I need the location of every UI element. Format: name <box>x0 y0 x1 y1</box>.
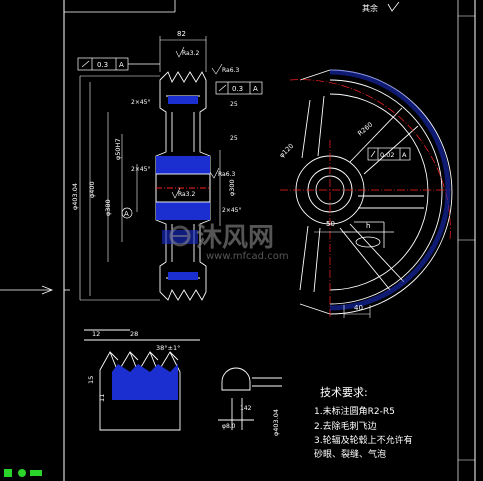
dim-dia-380: φ380 <box>104 199 112 216</box>
groove-dim-15: 15 <box>87 376 95 384</box>
dim-8: φ8.0 <box>222 423 236 430</box>
tol3-ref: A <box>402 151 407 159</box>
dim-403: φ403.04 <box>272 409 280 436</box>
roughness-symbols <box>171 46 223 199</box>
pulley-front-view <box>295 69 453 315</box>
keyway-detail <box>342 221 394 248</box>
tech-item-2: 2.去除毛刺飞边 <box>314 420 377 432</box>
rough-3: Ra6.3 <box>218 171 235 178</box>
rim-hatch-arc <box>329 69 451 311</box>
tol1-ref: A <box>119 61 124 69</box>
groove-dim-11: 11 <box>98 394 106 402</box>
groove-dim-28: 28 <box>130 330 138 338</box>
tol3-value: 0.02 <box>380 151 394 159</box>
keyway-section <box>218 367 282 430</box>
left-arrow-marker <box>0 285 70 295</box>
pulley-section-view <box>155 71 211 301</box>
dim-50: 50 <box>326 220 335 228</box>
bottom-dims <box>314 231 371 318</box>
r25b: 25 <box>230 135 238 142</box>
watermark-url: www.mfcad.com <box>206 251 289 262</box>
groove-detail-hatch <box>112 364 178 400</box>
rough-1: Ra6.3 <box>222 67 239 74</box>
dim-40: 40 <box>354 304 363 312</box>
dim-dia-300: φ300 <box>228 179 236 196</box>
dim-dia-400: φ400 <box>88 181 96 198</box>
groove-angle: 38°±1° <box>156 344 180 352</box>
dim-dia-50h: φ50H7 <box>114 138 122 160</box>
tech-item-3: 3.轮辐及轮毂上不允许有 <box>314 434 413 446</box>
chamfer-3: 2×45° <box>222 207 241 214</box>
tech-item-1: 1.未标注圆角R2-R5 <box>314 405 395 417</box>
tol2-ref: A <box>253 85 258 93</box>
dim-r260: R260 <box>356 121 374 138</box>
tol2-value: 0.3 <box>232 85 243 93</box>
tol1-value: 0.3 <box>97 61 108 69</box>
watermark-logo <box>169 225 191 247</box>
front-centerlines <box>280 79 451 318</box>
dim-h: h <box>366 222 370 230</box>
section-dimension-lines <box>79 36 221 301</box>
tolerance-frame-3 <box>367 147 411 161</box>
datum-a-circle <box>121 207 133 219</box>
datum-a: A <box>124 210 129 218</box>
green-bar-icon[interactable] <box>30 470 42 476</box>
dim-dia-120: φ120 <box>278 142 295 159</box>
groove-dim-12: 12 <box>92 330 100 338</box>
roughness-note: 其余 <box>362 3 378 13</box>
watermark-main: 沐风网 <box>196 223 274 253</box>
dim-142: 142 <box>240 405 252 412</box>
hub-bore <box>155 173 211 203</box>
tech-title: 技术要求: <box>320 386 368 399</box>
tolerance-frame-1 <box>77 57 160 71</box>
rough-4: Ra3.2 <box>178 191 195 198</box>
drawing-frame <box>63 0 476 481</box>
green-circle-icon[interactable] <box>18 469 26 477</box>
dim-outer-dia: φ403.04 <box>71 183 79 210</box>
chamfer-1: 2×45° <box>131 99 150 106</box>
tech-item-4: 砂眼、裂缝、气泡 <box>314 448 386 460</box>
dim-top-width: 82 <box>177 30 186 38</box>
rough-2: Ra3.2 <box>182 50 199 57</box>
roughness-check-icon <box>387 1 400 12</box>
status-bar[interactable] <box>4 469 42 477</box>
chamfer-2: 2×45° <box>131 166 150 173</box>
tolerance-frame-2 <box>215 81 263 95</box>
r25: 25 <box>230 101 238 108</box>
green-square-icon[interactable] <box>4 469 12 477</box>
